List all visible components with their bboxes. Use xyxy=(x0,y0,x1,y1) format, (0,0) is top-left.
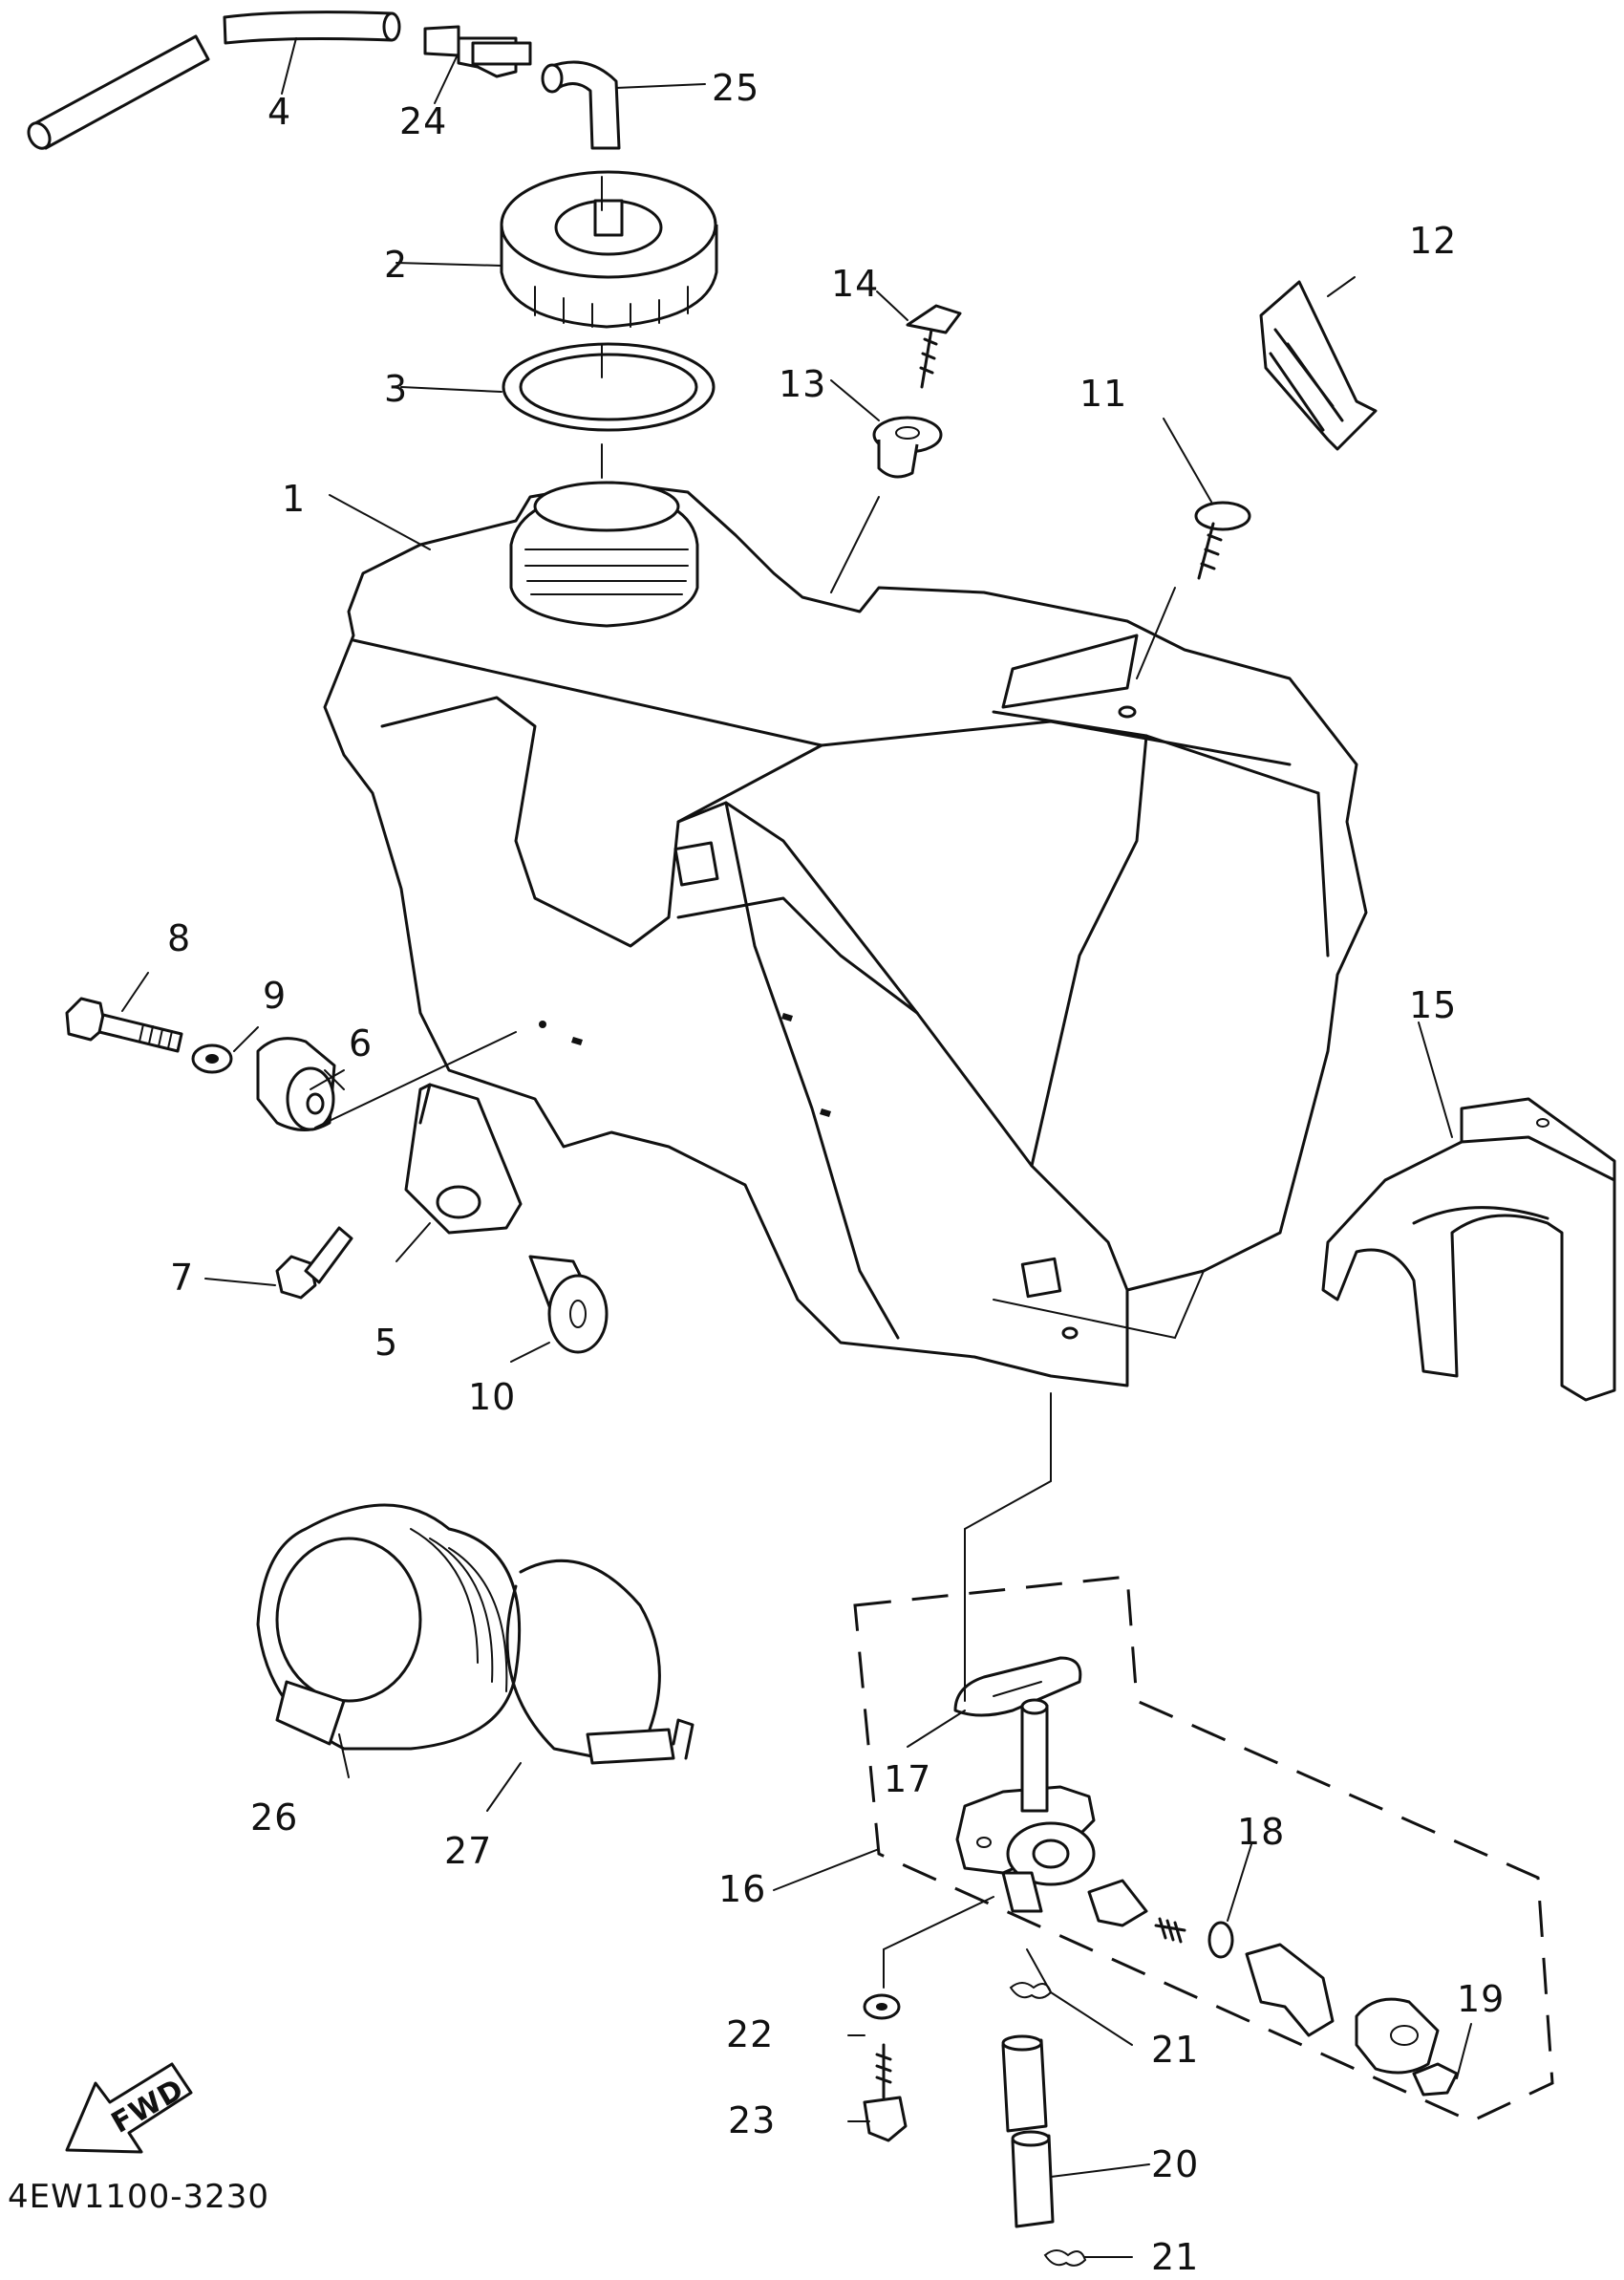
collar-13 xyxy=(872,416,943,479)
fuel-cock-boundary xyxy=(853,1575,1554,2123)
cover-15 xyxy=(1321,1097,1616,1402)
callout-20: 20 xyxy=(1151,2143,1199,2185)
screw-14 xyxy=(906,304,962,389)
hose-joint xyxy=(423,25,532,78)
fuel-cock xyxy=(955,1698,1096,1913)
tank-band-12 xyxy=(1259,280,1378,451)
cap-gasket xyxy=(502,342,716,432)
callout-15: 15 xyxy=(1409,984,1457,1026)
callout-27: 27 xyxy=(444,1830,492,1872)
callout-2: 2 xyxy=(384,244,408,286)
fuel-cap xyxy=(500,170,718,329)
collar-10 xyxy=(528,1255,609,1354)
callout-17: 17 xyxy=(884,1758,931,1800)
callout-1: 1 xyxy=(282,478,306,520)
callout-24: 24 xyxy=(399,100,447,142)
callout-14: 14 xyxy=(831,263,879,305)
callout-12: 12 xyxy=(1409,220,1457,262)
callout-labels: 1 2 3 4 5 6 7 8 9 10 11 12 13 14 15 16 1… xyxy=(167,67,1505,2278)
gasket-17 xyxy=(953,1656,1082,1717)
callout-6: 6 xyxy=(349,1022,373,1065)
bolt-7 xyxy=(275,1226,353,1300)
diagram-code: 4EW1100-3230 xyxy=(8,2178,269,2216)
leader-lines xyxy=(121,37,1472,2258)
breather-pipe xyxy=(541,60,621,150)
callout-4: 4 xyxy=(267,91,291,133)
screw-23 xyxy=(863,2043,908,2142)
callout-7: 7 xyxy=(170,1257,194,1299)
bolt-8 xyxy=(65,997,183,1053)
screw-11 xyxy=(1194,501,1251,580)
callout-16: 16 xyxy=(718,1868,766,1910)
breather-hose xyxy=(27,11,401,150)
cock-lever-parts xyxy=(1087,1879,1459,2097)
callout-3: 3 xyxy=(384,368,408,410)
callout-21a: 21 xyxy=(1151,2029,1199,2071)
damper-6 xyxy=(256,1037,336,1131)
callout-22: 22 xyxy=(726,2013,774,2055)
callout-26: 26 xyxy=(250,1796,298,1839)
callout-9: 9 xyxy=(263,975,287,1017)
callout-11: 11 xyxy=(1079,373,1127,415)
callout-10: 10 xyxy=(468,1376,516,1418)
band-27 xyxy=(505,1559,694,1765)
callout-5: 5 xyxy=(374,1322,398,1364)
bracket-5 xyxy=(404,1083,523,1235)
callout-25: 25 xyxy=(712,67,759,109)
callout-23: 23 xyxy=(728,2099,776,2141)
washer-9 xyxy=(191,1043,233,1074)
pipe-20 xyxy=(1001,2034,1055,2228)
clips-21-22 xyxy=(863,1982,1087,2267)
fwd-direction-arrow: FWD xyxy=(65,2062,193,2154)
callout-19: 19 xyxy=(1457,1978,1505,2020)
callout-13: 13 xyxy=(779,363,826,405)
callout-21b: 21 xyxy=(1151,2236,1199,2278)
callout-8: 8 xyxy=(167,917,191,959)
fuel-tank xyxy=(323,481,1368,1387)
damper-26 xyxy=(256,1503,522,1751)
callout-18: 18 xyxy=(1237,1811,1285,1853)
